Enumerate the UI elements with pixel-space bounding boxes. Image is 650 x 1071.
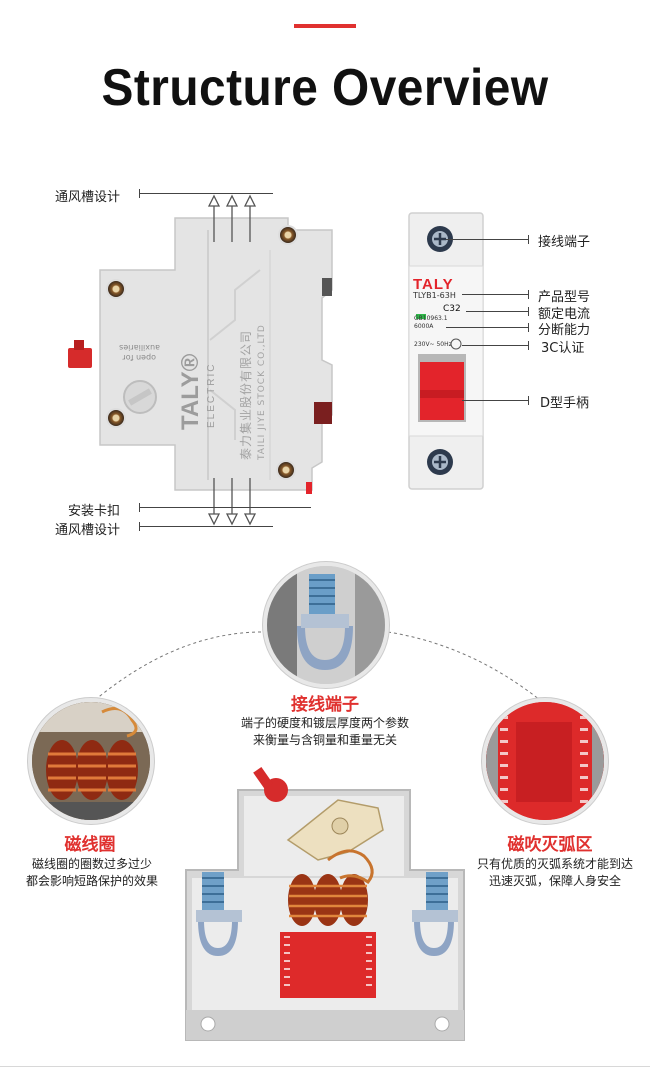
callout-vent-top-line <box>139 193 273 194</box>
detail-arc-desc-1: 只有优质的灭弧系统才能到达 <box>476 857 633 871</box>
callout-rated-current: 额定电流 <box>538 307 591 322</box>
callout-rated-current-tick <box>528 307 529 316</box>
detail-terminal-title: 接线端子 <box>291 695 359 715</box>
callout-model-line <box>462 294 528 295</box>
breaker-side-view: TALY® ELECTRIC 泰力集业股份有限公司 TAILI JIYE STO… <box>68 217 333 494</box>
detail-terminal-desc-1: 端子的硬度和镀层厚度两个参数 <box>240 716 409 730</box>
callout-breaking-capacity-line <box>446 327 528 328</box>
side-screw-bottom <box>278 462 294 478</box>
callout-mount-clip-line <box>139 507 311 508</box>
callout-terminal-tick <box>528 235 529 244</box>
detail-coil-desc-2: 都会影响短路保护的效果 <box>25 874 158 888</box>
detail-arc-chute-image <box>482 698 608 824</box>
callout-breaking-capacity-tick <box>528 323 529 332</box>
side-brand-sub: ELECTRIC <box>206 363 217 428</box>
detail-terminal-desc-2: 来衡量与含铜量和重量无关 <box>252 733 397 747</box>
callout-mount-clip: 安装卡扣 <box>68 504 121 519</box>
side-company-en: TAILI JIYE STOCK CO.,LTD <box>257 324 267 461</box>
title-accent-bar <box>294 24 356 28</box>
page-title: Structure Overview <box>101 59 549 117</box>
front-voltage-text: 230V~ 50Hz <box>414 341 452 348</box>
aux-text-1: open for <box>122 353 156 362</box>
front-capacity-text: 6000A <box>414 323 434 330</box>
detail-arc-desc-2: 迅速灭弧，保障人身安全 <box>488 874 621 888</box>
callout-terminal-line <box>446 239 528 240</box>
callout-rated-current-line <box>466 311 528 312</box>
vent-arrows-bottom <box>207 478 257 526</box>
side-brand-logo: TALY® <box>177 353 204 430</box>
callout-model: 产品型号 <box>538 290 591 305</box>
callout-terminal: 接线端子 <box>538 235 591 250</box>
side-screw-mid-left <box>108 410 124 426</box>
aux-text-2: auxiliaries <box>119 343 160 352</box>
connector-arcs <box>94 631 541 701</box>
callout-ccc: 3C认证 <box>541 341 585 356</box>
callout-handle-tick <box>528 396 529 405</box>
callout-handle-line <box>462 400 528 401</box>
page-bottom-divider <box>0 1066 650 1067</box>
callout-ccc-tick <box>528 341 529 350</box>
front-brand-logo: TALY <box>413 276 454 293</box>
callout-vent-top: 通风槽设计 <box>55 190 121 205</box>
callout-ccc-line <box>462 345 528 346</box>
detail-arc-title: 磁吹灭弧区 <box>507 835 593 855</box>
side-company-cn: 泰力集业股份有限公司 <box>238 330 253 460</box>
detail-coil-image <box>28 698 154 824</box>
breaker-front-view <box>408 212 484 490</box>
detail-coil-desc-1: 磁线圈的圈数过多过少 <box>31 857 152 871</box>
front-model-text: TLYB1-63H <box>413 291 456 300</box>
breaker-cutaway <box>185 766 465 1041</box>
detail-terminal-image <box>263 562 389 688</box>
callout-breaking-capacity: 分断能力 <box>538 323 591 338</box>
callout-model-tick <box>528 290 529 299</box>
side-screw-top-left <box>108 281 124 297</box>
callout-handle: D型手柄 <box>540 396 590 411</box>
front-standard-text: GB10963.1 <box>414 315 448 322</box>
callout-vent-bottom-line <box>139 526 273 527</box>
side-screw-top-right <box>280 227 296 243</box>
front-rating-text: C32 <box>443 304 461 314</box>
vent-arrows-top <box>207 194 257 242</box>
callout-vent-bottom: 通风槽设计 <box>55 523 121 538</box>
detail-coil-title: 磁线圈 <box>64 835 116 855</box>
